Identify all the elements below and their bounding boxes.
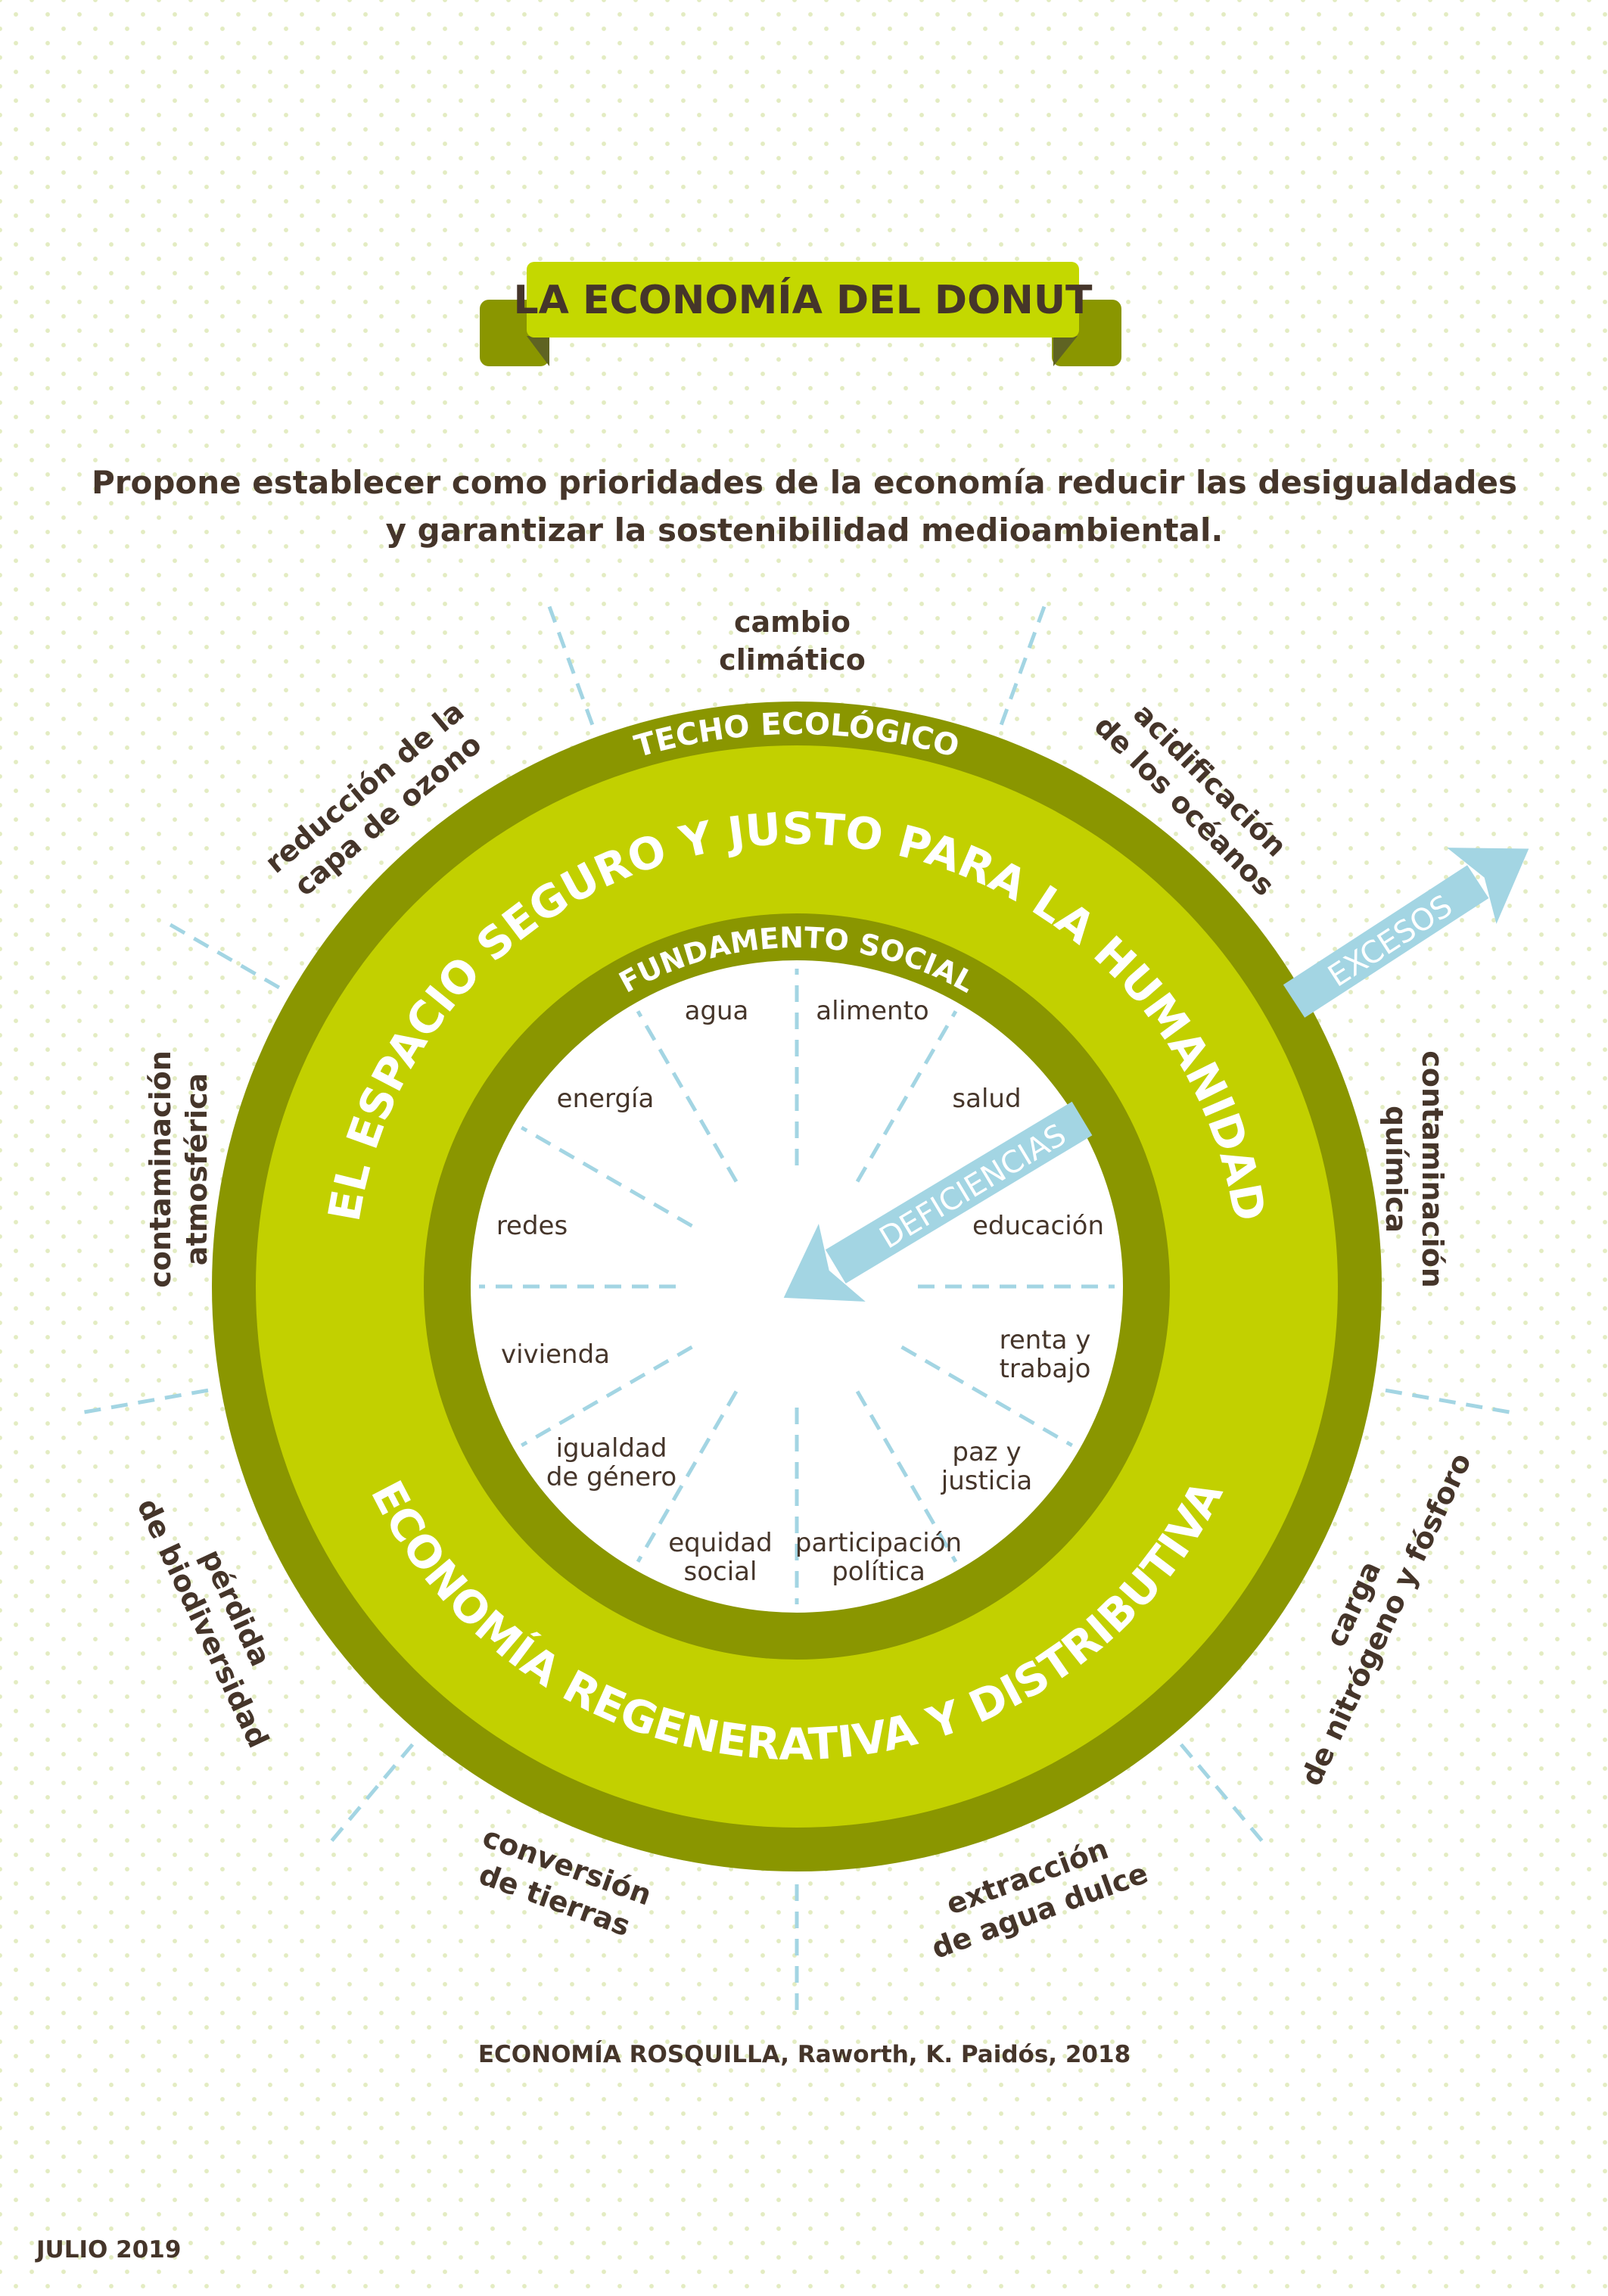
excesses-label: EXCESOS [1322, 888, 1458, 994]
source-citation: ECONOMÍA ROSQUILLA, Raworth, K. Paidós, … [478, 2041, 1131, 2068]
ecological-dividers [81, 603, 1513, 2013]
inner-divider-line [900, 1345, 1073, 1448]
outer-divider-line [1179, 1743, 1265, 1845]
inner-divider-line [521, 1125, 693, 1228]
title-banner: LA ECONOMÍA DEL DONUT [480, 262, 1121, 366]
outer-divider-line [81, 1388, 209, 1415]
social-labels: agua alimento energía salud redes educac… [496, 996, 1104, 1587]
inner-divider-line [855, 1010, 958, 1183]
label-health: salud [952, 1084, 1021, 1114]
outer-divider-line [546, 603, 595, 726]
inner-divider-line [636, 1010, 739, 1183]
subtitle-line-1: Propone establecer como prioridades de l… [92, 464, 1517, 501]
outer-divider-line [328, 1743, 415, 1845]
label-water: agua [685, 996, 749, 1026]
label-networks: redes [496, 1211, 568, 1241]
subtitle-line-2: y garantizar la sostenibilidad medioambi… [386, 512, 1224, 549]
outer-divider-line [999, 603, 1047, 726]
social-dividers [479, 969, 1115, 1604]
label-energy: energía [557, 1084, 655, 1114]
inner-divider-line [636, 1390, 739, 1563]
page-title: LA ECONOMÍA DEL DONUT [513, 277, 1093, 323]
inner-divider-line [855, 1390, 958, 1563]
excesses-arrow: EXCESOS [1283, 848, 1529, 1018]
outer-divider-line [1385, 1388, 1513, 1415]
label-chemical-pollution: contaminaciónquímica [1379, 1050, 1449, 1288]
date-label: JULIO 2019 [35, 2236, 181, 2263]
label-housing: vivienda [501, 1339, 610, 1370]
inner-divider-line [521, 1345, 693, 1448]
label-education: educación [972, 1211, 1104, 1241]
label-food: alimento [816, 996, 928, 1026]
outer-divider-line [166, 921, 281, 990]
